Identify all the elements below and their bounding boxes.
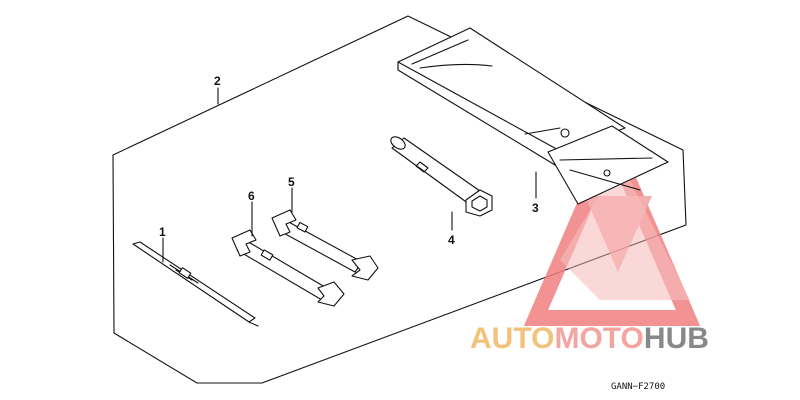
callout-2: 2 xyxy=(214,74,221,88)
watermark-moto: MOTO xyxy=(554,322,643,355)
watermark-logo-icon xyxy=(523,121,701,326)
callout-4: 4 xyxy=(448,233,455,247)
reference-code: GANN−F2700 xyxy=(611,382,665,392)
callout-5: 5 xyxy=(288,175,295,189)
watermark-text: AUTOMOTOHUB xyxy=(470,322,709,355)
callout-3: 3 xyxy=(532,201,539,215)
wrench-small xyxy=(271,209,379,281)
watermark-auto: AUTO xyxy=(470,322,554,355)
callout-6: 6 xyxy=(248,189,255,203)
watermark-hub: HUB xyxy=(644,322,709,355)
wrench-large xyxy=(231,229,345,307)
leader-lines xyxy=(162,87,537,263)
tool-bag xyxy=(397,27,669,205)
spark-plug-wrench xyxy=(390,136,493,217)
callout-1: 1 xyxy=(159,225,166,239)
